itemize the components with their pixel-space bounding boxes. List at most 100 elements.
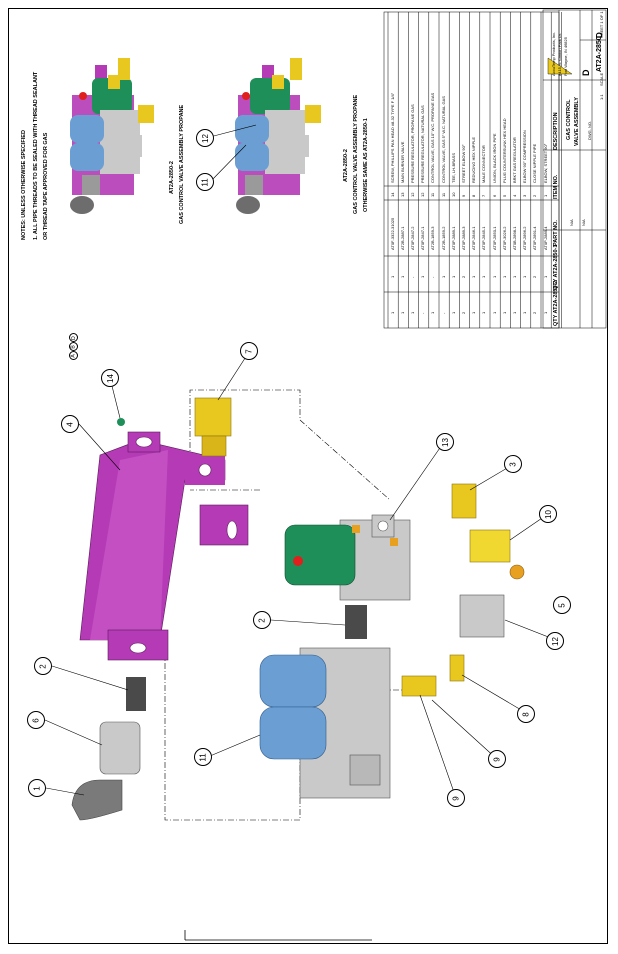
- balloon-item-13: 13: [436, 433, 454, 451]
- notes-line-2: OR THREAD TAPE APPROVED FOR GAS: [43, 132, 49, 240]
- bom-description: REDUCING HEX NIPPLE: [471, 136, 477, 183]
- sheet-number: SHEET 1 OF 1: [599, 11, 604, 38]
- bom-qty-2: 1: [542, 311, 548, 314]
- bom-item-number: 11: [440, 192, 446, 197]
- bom-qty-2: 2: [532, 311, 538, 314]
- balloon-item-4: 4: [61, 415, 79, 433]
- bom-item-number: 9: [460, 194, 466, 197]
- main-burner-valve-part: [284, 514, 411, 601]
- propane-view-title: AT2A-2850-2: [169, 161, 175, 194]
- bom-part-number: AT0P-2889-4: [542, 226, 548, 251]
- bom-part-number: AT0P-2889-1: [450, 226, 456, 251]
- bom-item-number: 2: [532, 194, 538, 197]
- bom-item-number: 10: [450, 192, 456, 197]
- balloon-item-8: 8: [517, 705, 535, 723]
- balloon-item-14: 14: [101, 369, 119, 387]
- finish-value: N/A: [569, 219, 574, 226]
- balloon-item-3: 3: [504, 455, 522, 473]
- balloon-item-5: 5: [553, 596, 571, 614]
- revision-mark-b: B: [69, 342, 78, 351]
- balloon-item-9-lower: 9: [447, 789, 465, 807]
- natural-view-subtitle: GAS CONTROL VALVE ASSEMBLY PROPANE: [353, 94, 359, 214]
- bom-description: CLOSE NIPPLE PIPE: [532, 143, 538, 183]
- bom-item-number: 12: [409, 192, 415, 197]
- scale-value: 1:1: [599, 94, 604, 100]
- bom-part-number: AT0P-3026-2: [501, 226, 507, 251]
- bom-qty-2: 1: [481, 311, 487, 314]
- bom-header-item-no: ITEM NO.: [552, 174, 559, 199]
- bom-qty-2: 1: [450, 311, 456, 314]
- title-block-frame: [542, 9, 607, 329]
- bom-qty-1: 2: [532, 275, 538, 278]
- leader-lines: [44, 124, 557, 799]
- bom-description: PRESSURE REGULATOR, NATURAL GAS: [420, 105, 426, 183]
- company-city: Fort Wayne, IN 46825: [563, 37, 568, 76]
- bom-header-part-no: PART NO.: [552, 220, 559, 246]
- bom-qty-1: 1: [471, 275, 477, 278]
- bom-qty-2: -: [420, 312, 426, 314]
- inlet-piping-parts: [71, 677, 146, 821]
- bom-item-number: 7: [481, 194, 487, 197]
- bom-description: TEE, LH-BRASS: [450, 152, 456, 183]
- bom-item-number: 11: [430, 192, 436, 197]
- bom-part-number: AT0P-2845-1: [481, 226, 487, 251]
- bom-item-number: 14: [389, 192, 395, 197]
- bom-part-number: AT0P-2846-1: [471, 226, 477, 251]
- bom-item-number: 6: [491, 194, 497, 197]
- bom-part-number: AT0F-3322-31025: [389, 217, 395, 250]
- fitting-parts: [401, 483, 525, 697]
- bom-item-number: 3: [522, 194, 528, 197]
- drawing-title-line-2: VALVE ASSEMBLY: [574, 97, 580, 146]
- drawing-number: AT2A-2850: [596, 36, 603, 72]
- material-value: N/A: [581, 219, 586, 226]
- revision-mark-d: D: [69, 333, 78, 342]
- size-value: D: [581, 69, 591, 77]
- bom-item-number: 1: [542, 194, 548, 197]
- company-name: AccuTemp Products, Inc.: [551, 31, 556, 76]
- balloon-item-7: 7: [240, 342, 258, 360]
- bom-qty-2: 1: [511, 311, 517, 314]
- balloon-item-11: 11: [194, 748, 212, 766]
- bom-description: UNION, BLACK IRON PIPE: [491, 133, 497, 183]
- bom-qty-1: 1: [420, 275, 426, 278]
- balloon-item-10: 10: [539, 505, 557, 523]
- bom-description: CONTROL VALVE, GAS 5" W.C. NATURAL GAS: [440, 96, 446, 183]
- notes-line-1: 1. ALL PIPE THREADS TO BE SEALED WITH TH…: [33, 71, 39, 240]
- bom-description: CONTROL VALVE, GAS 10" W.C. PROPANE GAS: [430, 92, 436, 183]
- bom-part-number: AT0P-2847-1: [420, 226, 426, 251]
- bom-part-number: AT0P-2850-1: [491, 226, 497, 251]
- bom-description: MAIN BURNER VALVE: [399, 141, 405, 183]
- bom-qty-1: 1: [440, 275, 446, 278]
- bom-qty-1: 2: [460, 275, 466, 278]
- company-address: 8415 N. Clinton Park Dr.: [557, 32, 562, 76]
- bom-qty-2: 1: [491, 311, 497, 314]
- bom-qty-2: 1: [430, 311, 436, 314]
- bom-item-number: 8: [471, 194, 477, 197]
- balloon-item-2: 2: [34, 657, 52, 675]
- balloon-item-6: 6: [27, 711, 45, 729]
- bill-of-materials-grid: [383, 11, 562, 329]
- bom-item-number: 12: [420, 192, 426, 197]
- natural-view-subtitle-2: OTHERWISE SAME AS AT2A-2850-1: [363, 118, 369, 212]
- bom-part-number: AT2B-1859-3: [430, 226, 436, 251]
- bom-part-number: AT0B-2898-1: [511, 226, 517, 251]
- bom-header-qty-1: QTY AT2A-2850-1: [552, 244, 559, 290]
- balloon-item-12: 12: [546, 632, 564, 650]
- drawing-sheet: [8, 8, 608, 944]
- bom-qty-1: 1: [481, 275, 487, 278]
- bom-qty-2: 1: [409, 311, 415, 314]
- bom-part-number: AT0P-2896-2: [522, 226, 528, 251]
- screw-part: [117, 418, 125, 426]
- notes-heading: NOTES: UNLESS OTHERWISE SPECIFIED: [21, 130, 27, 240]
- bom-qty-1: 1: [501, 275, 507, 278]
- bom-qty-2: 1: [522, 311, 528, 314]
- bom-part-number: AT0P-2847-2: [409, 226, 415, 251]
- natural-gas-assembly-view: [235, 58, 321, 214]
- dwg-no-label: DWG. NO.: [587, 120, 592, 140]
- bom-item-number: 13: [399, 192, 405, 197]
- bom-qty-2: 1: [399, 311, 405, 314]
- balloon-item-11-view: 11: [196, 173, 214, 191]
- bom-part-number: AT0P-2891-4: [532, 226, 538, 251]
- bom-header-description: DESCRIPTION: [552, 112, 559, 150]
